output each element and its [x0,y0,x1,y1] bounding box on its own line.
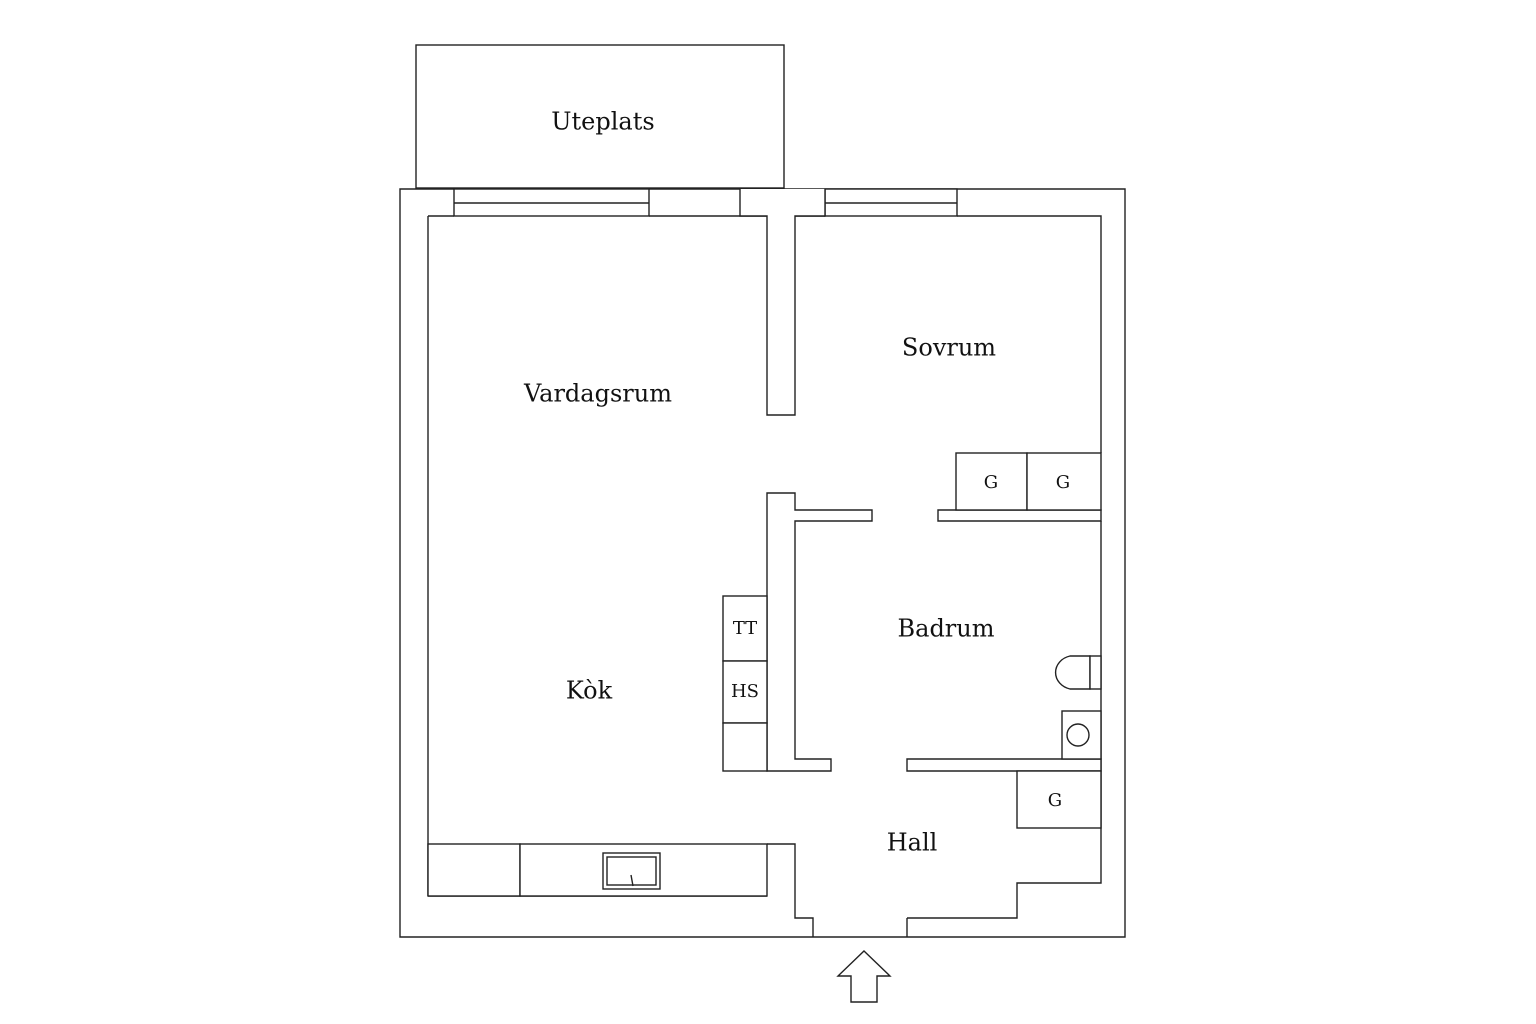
terrace-outline [415,44,785,189]
kitchen-counter-left [427,843,521,897]
entrance-arrow-icon [836,950,892,1003]
wardrobe-hall [1016,770,1102,829]
wardrobe-2 [1026,452,1102,511]
toilet-bowl [1054,655,1091,690]
room-label-kok: Kòk [566,677,613,705]
bathroom-wall-right [937,509,1102,522]
inner-wall-left [428,215,1102,453]
room-label-sovrum: Sovrum [902,334,996,362]
sink-basin [1066,723,1090,747]
room-label-uteplats: Uteplats [551,108,654,136]
wardrobe-label-3: G [1048,790,1062,811]
inner-wall-perimeter [427,216,1102,937]
toilet-tank [1089,655,1102,690]
room-label-vardagsrum: Vardagsrum [523,380,672,408]
kitchen-appliance-tt [722,595,768,662]
bathroom-wall-upper [766,492,873,772]
room-label-badrum: Badrum [898,615,995,643]
kitchen-sink-basin [606,856,657,886]
partition-wall-top [739,189,826,416]
bathroom-wall-lower [906,758,1102,772]
wardrobe-1 [955,452,1028,511]
wardrobe-label-1: G [984,472,998,493]
outer-wall [399,188,1126,938]
appliance-label-tt: TT [733,618,757,639]
appliance-label-hs: HS [731,681,759,702]
kitchen-sink-tap [630,874,634,887]
wardrobe-label-2: G [1056,472,1070,493]
room-label-hall: Hall [887,829,938,857]
kitchen-cabinet [722,722,768,772]
